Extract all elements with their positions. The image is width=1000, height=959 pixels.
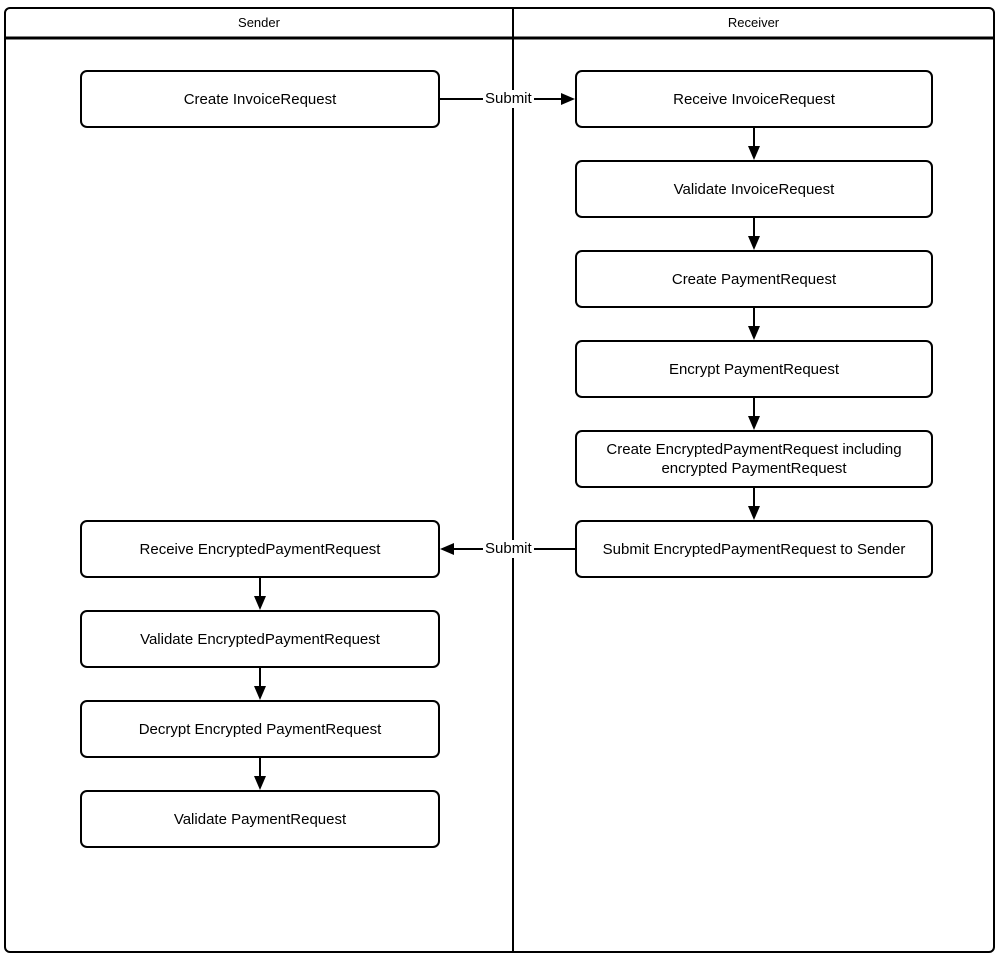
arrow-sender-flow-1 [254,578,266,610]
arrowhead-down-icon [254,686,266,700]
arrow-receiver-flow-3 [748,308,760,340]
arrowhead-down-icon [748,236,760,250]
step-submit-encryptedpaymentrequest-to-sender[interactable]: Submit EncryptedPaymentRequest to Sender [575,520,933,578]
outer-border [4,7,995,953]
step-create-invoicerequest[interactable]: Create InvoiceRequest [80,70,440,128]
message-label-submit-2: Submit [483,540,534,558]
step-create-encryptedpaymentrequest[interactable]: Create EncryptedPaymentRequest including… [575,430,933,488]
lane-header-receiver: Receiver [727,15,780,30]
arrow-sender-flow-2 [254,668,266,700]
arrowhead-down-icon [748,506,760,520]
arrowhead-down-icon [254,596,266,610]
arrowhead-down-icon [254,776,266,790]
step-validate-encryptedpaymentrequest[interactable]: Validate EncryptedPaymentRequest [80,610,440,668]
step-receive-invoicerequest[interactable]: Receive InvoiceRequest [575,70,933,128]
step-validate-paymentrequest[interactable]: Validate PaymentRequest [80,790,440,848]
step-validate-invoicerequest[interactable]: Validate InvoiceRequest [575,160,933,218]
arrow-receiver-flow-5 [748,488,760,520]
arrowhead-right-icon [561,93,575,105]
step-decrypt-encrypted-paymentrequest[interactable]: Decrypt Encrypted PaymentRequest [80,700,440,758]
step-create-paymentrequest[interactable]: Create PaymentRequest [575,250,933,308]
arrow-receiver-flow-4 [748,398,760,430]
step-encrypt-paymentrequest[interactable]: Encrypt PaymentRequest [575,340,933,398]
arrowhead-down-icon [748,146,760,160]
arrowhead-down-icon [748,326,760,340]
arrowhead-down-icon [748,416,760,430]
step-receive-encryptedpaymentrequest[interactable]: Receive EncryptedPaymentRequest [80,520,440,578]
lane-header-sender: Sender [238,15,280,30]
arrow-receiver-flow-1 [748,128,760,160]
message-label-submit-1: Submit [483,90,534,108]
arrowhead-left-icon [440,543,454,555]
arrow-receiver-flow-2 [748,218,760,250]
arrow-sender-flow-3 [254,758,266,790]
